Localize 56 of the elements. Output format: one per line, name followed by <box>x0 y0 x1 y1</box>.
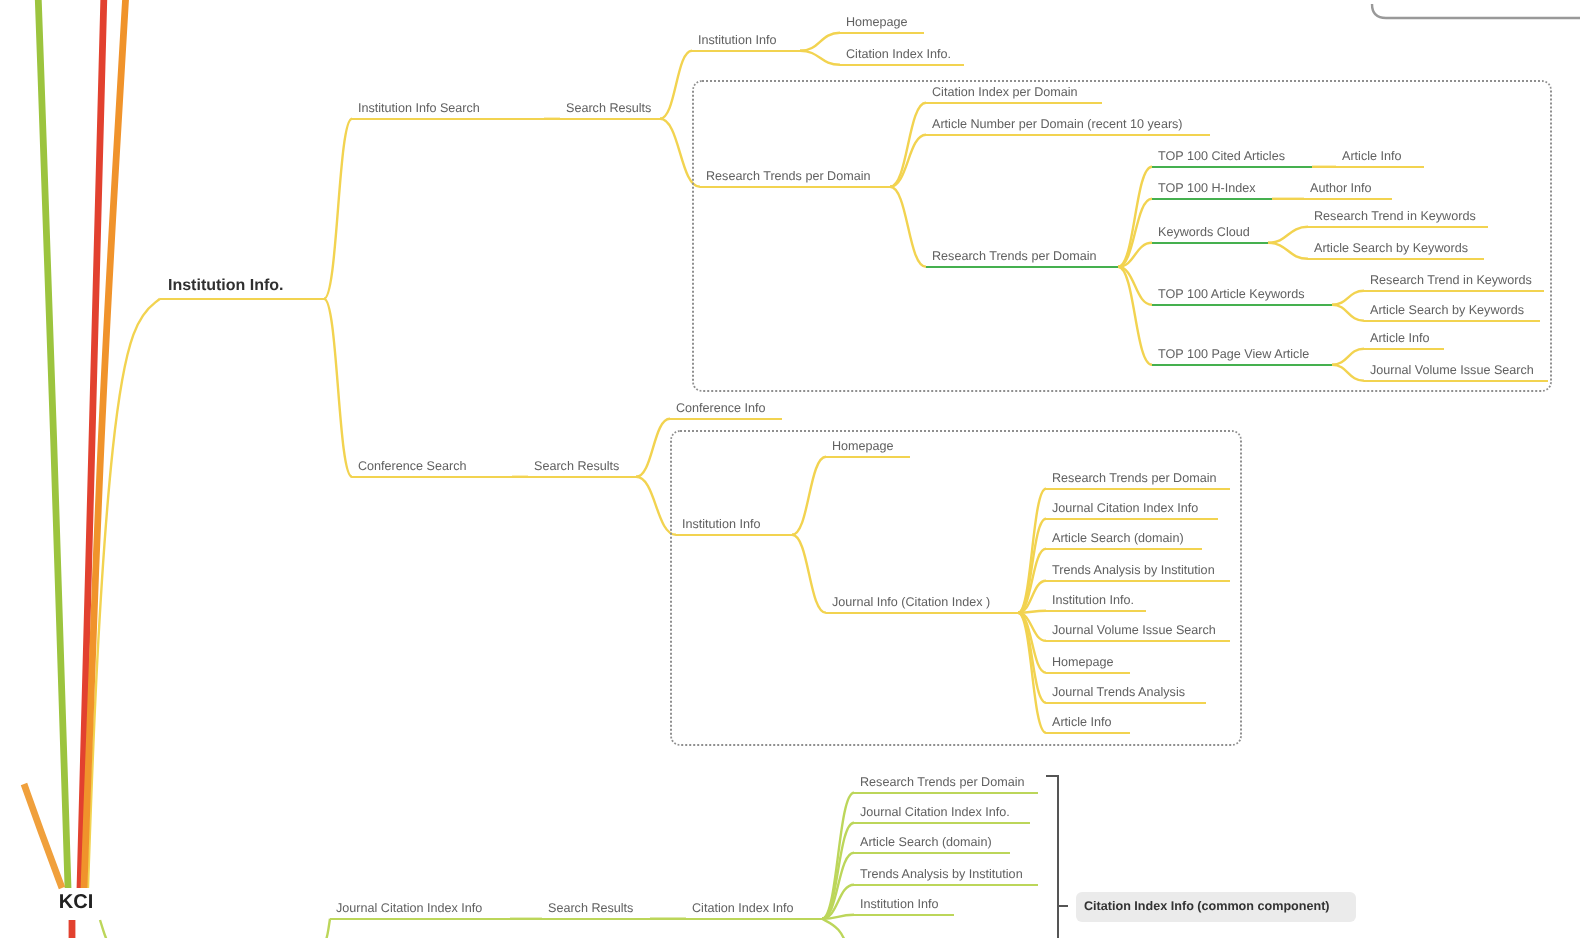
branch-line <box>1117 265 1153 366</box>
branch-line <box>1017 547 1047 614</box>
branch-line <box>889 185 927 268</box>
main-topic: Institution Info. <box>160 272 324 300</box>
branch-line <box>821 913 855 920</box>
branch-line <box>323 118 353 300</box>
branch-line <box>1017 579 1047 614</box>
branch-line <box>68 920 76 938</box>
dotted-group-frame <box>670 430 1242 746</box>
branch-line <box>799 31 841 52</box>
branch-line <box>1017 611 1047 642</box>
branch-line <box>821 821 855 920</box>
branch-line <box>34 0 72 889</box>
branch-line <box>821 851 855 920</box>
branch-line <box>821 883 855 920</box>
branch-line <box>1117 165 1153 268</box>
branch-line <box>1331 347 1365 366</box>
branch-line <box>1267 225 1309 244</box>
branch-line <box>1017 611 1047 704</box>
branch-line <box>635 417 671 478</box>
branch-line <box>544 117 560 120</box>
branch-line <box>1017 517 1047 614</box>
branch-line <box>659 49 693 120</box>
branch-line <box>20 782 66 890</box>
branch-line <box>510 917 542 920</box>
branch-line <box>791 533 827 614</box>
branch-line <box>799 49 841 66</box>
branch-line <box>791 455 827 536</box>
branch-line <box>650 917 686 920</box>
branch-line <box>80 0 130 889</box>
branch-line <box>889 133 927 188</box>
branch-line <box>889 101 927 188</box>
branch-line <box>1117 241 1153 268</box>
branch-line <box>821 791 855 920</box>
branch-line <box>1312 165 1336 168</box>
branch-line <box>1018 609 1046 614</box>
branch-line <box>1017 487 1047 614</box>
dotted-group-frame <box>692 80 1552 392</box>
branch-line <box>1331 303 1365 322</box>
root-topic: KCI <box>44 888 108 920</box>
branch-line <box>821 917 850 938</box>
branch-line <box>1331 363 1365 382</box>
branch-line <box>1017 611 1047 734</box>
branch-line <box>1117 197 1153 268</box>
branch-line <box>86 297 161 889</box>
branch-line <box>76 0 108 889</box>
branch-line <box>323 298 353 478</box>
branch-line <box>1272 197 1304 200</box>
branch-line <box>512 475 528 478</box>
branch-line <box>659 117 701 188</box>
branch-line <box>1267 241 1309 260</box>
branch-line <box>98 918 332 938</box>
branch-line <box>1017 611 1047 674</box>
branch-line <box>635 475 677 536</box>
branch-line <box>1117 265 1153 306</box>
branch-line <box>1331 289 1365 306</box>
